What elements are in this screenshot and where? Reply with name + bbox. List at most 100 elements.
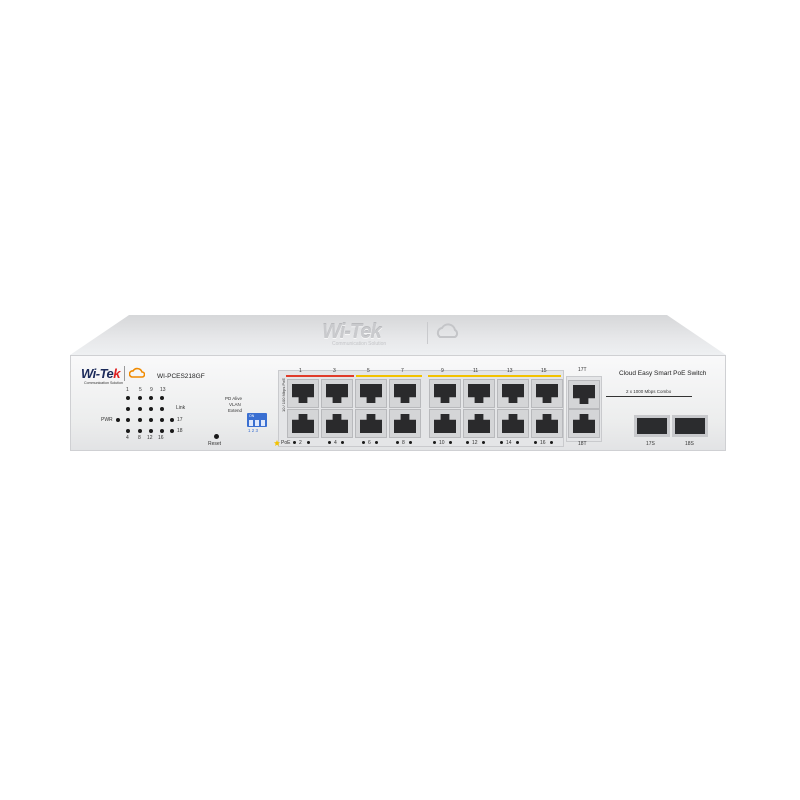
ethernet-port[interactable] bbox=[355, 409, 387, 438]
led-indicator bbox=[138, 396, 142, 400]
led-indicator bbox=[149, 418, 153, 422]
ethernet-port[interactable] bbox=[321, 379, 353, 408]
dip-on-label: ON bbox=[249, 414, 255, 418]
ethernet-port[interactable] bbox=[497, 409, 529, 438]
poe-status-bar bbox=[428, 375, 561, 377]
ethernet-port[interactable] bbox=[531, 409, 563, 438]
sfp-port-17s[interactable] bbox=[634, 415, 670, 437]
led-indicator bbox=[138, 407, 142, 411]
led-indicator bbox=[149, 407, 153, 411]
lid-cloud-icon bbox=[436, 323, 459, 338]
led-indicator bbox=[500, 441, 503, 444]
label-18: 18 bbox=[177, 428, 183, 434]
port-label-7: 7 bbox=[401, 368, 404, 374]
port-label-16: 16 bbox=[540, 440, 546, 446]
led-indicator bbox=[160, 407, 164, 411]
brand-tagline: Communication Solution bbox=[84, 381, 123, 385]
ethernet-port[interactable] bbox=[389, 409, 421, 438]
led-num-12: 12 bbox=[147, 435, 153, 441]
led-indicator bbox=[482, 441, 485, 444]
dip-positions: 1 2 3 bbox=[248, 428, 259, 433]
led-indicator bbox=[449, 441, 452, 444]
ethernet-port[interactable] bbox=[321, 409, 353, 438]
ethernet-port[interactable] bbox=[389, 379, 421, 408]
ethernet-port[interactable] bbox=[463, 379, 495, 408]
led-num-5: 5 bbox=[139, 387, 142, 393]
led-indicator bbox=[160, 429, 164, 433]
port-label-17t: 17T bbox=[578, 367, 587, 373]
led-indicator bbox=[516, 441, 519, 444]
port-label-15: 15 bbox=[541, 368, 547, 374]
lid-tagline: Communication Solution bbox=[332, 341, 387, 347]
ethernet-port[interactable] bbox=[463, 409, 495, 438]
led-indicator bbox=[160, 418, 164, 422]
lid-logo: Wi-Tek bbox=[322, 321, 382, 343]
reset-label: Reset bbox=[208, 441, 222, 447]
ethernet-port[interactable] bbox=[429, 409, 461, 438]
port-label-4: 4 bbox=[334, 440, 337, 446]
led-indicator bbox=[126, 429, 130, 433]
led-indicator bbox=[126, 407, 130, 411]
led-num-8: 8 bbox=[138, 435, 141, 441]
ethernet-port[interactable] bbox=[531, 379, 563, 408]
led-indicator bbox=[433, 441, 436, 444]
led-indicator bbox=[550, 441, 553, 444]
sfp-port-18s[interactable] bbox=[672, 415, 708, 437]
port-label-18s: 18S bbox=[685, 441, 694, 447]
led-indicator bbox=[362, 441, 365, 444]
led-num-1: 1 bbox=[126, 387, 129, 393]
port-label-14: 14 bbox=[506, 440, 512, 446]
label-17: 17 bbox=[177, 417, 183, 423]
led-indicator bbox=[341, 441, 344, 444]
cloud-logo-icon bbox=[129, 367, 145, 378]
led-indicator bbox=[328, 441, 331, 444]
led-17 bbox=[170, 418, 174, 422]
led-num-9: 9 bbox=[150, 387, 153, 393]
poe-label: PoE bbox=[281, 440, 291, 446]
port-label-18t: 18T bbox=[578, 441, 587, 447]
led-indicator bbox=[126, 396, 130, 400]
link-status-bar bbox=[286, 375, 354, 377]
port-label-8: 8 bbox=[402, 440, 405, 446]
poe-star-icon bbox=[274, 440, 280, 446]
port-label-13: 13 bbox=[507, 368, 513, 374]
poe-side-label: 10 / 100 Mbps PoE bbox=[281, 378, 286, 413]
port-label-5: 5 bbox=[367, 368, 370, 374]
led-indicator bbox=[409, 441, 412, 444]
lid-divider bbox=[427, 322, 428, 344]
led-indicator bbox=[534, 441, 537, 444]
dip-label-extend: Extend bbox=[228, 408, 243, 413]
led-indicator bbox=[149, 429, 153, 433]
led-indicator bbox=[149, 396, 153, 400]
led-indicator bbox=[126, 418, 130, 422]
ethernet-port-18t[interactable] bbox=[568, 409, 600, 438]
ethernet-port[interactable] bbox=[497, 379, 529, 408]
port-label-1: 1 bbox=[299, 368, 302, 374]
led-num-16: 16 bbox=[158, 435, 164, 441]
led-indicator bbox=[138, 418, 142, 422]
pwr-label: PWR bbox=[101, 417, 113, 423]
poe-status-bar bbox=[356, 375, 422, 377]
dip-switch[interactable] bbox=[247, 413, 267, 427]
led-indicator bbox=[138, 429, 142, 433]
ethernet-port-17t[interactable] bbox=[568, 380, 600, 409]
ethernet-port[interactable] bbox=[429, 379, 461, 408]
brand-divider bbox=[124, 366, 125, 381]
product-title: Cloud Easy Smart PoE Switch bbox=[619, 370, 707, 377]
combo-divider bbox=[606, 396, 692, 397]
ethernet-port[interactable] bbox=[355, 379, 387, 408]
port-label-10: 10 bbox=[439, 440, 445, 446]
ethernet-port[interactable] bbox=[287, 379, 319, 408]
dip-label-pd-alive: PD Alive bbox=[225, 396, 243, 401]
port-label-11: 11 bbox=[473, 368, 479, 374]
port-label-9: 9 bbox=[441, 368, 444, 374]
ethernet-port[interactable] bbox=[287, 409, 319, 438]
port-label-6: 6 bbox=[368, 440, 371, 446]
led-indicator bbox=[307, 441, 310, 444]
link-label: Link bbox=[176, 405, 186, 411]
brand-logo: Wi-Tek bbox=[81, 366, 121, 381]
led-num-13: 13 bbox=[160, 387, 166, 393]
port-label-3: 3 bbox=[333, 368, 336, 374]
reset-button[interactable] bbox=[214, 434, 219, 439]
pwr-led bbox=[116, 418, 120, 422]
